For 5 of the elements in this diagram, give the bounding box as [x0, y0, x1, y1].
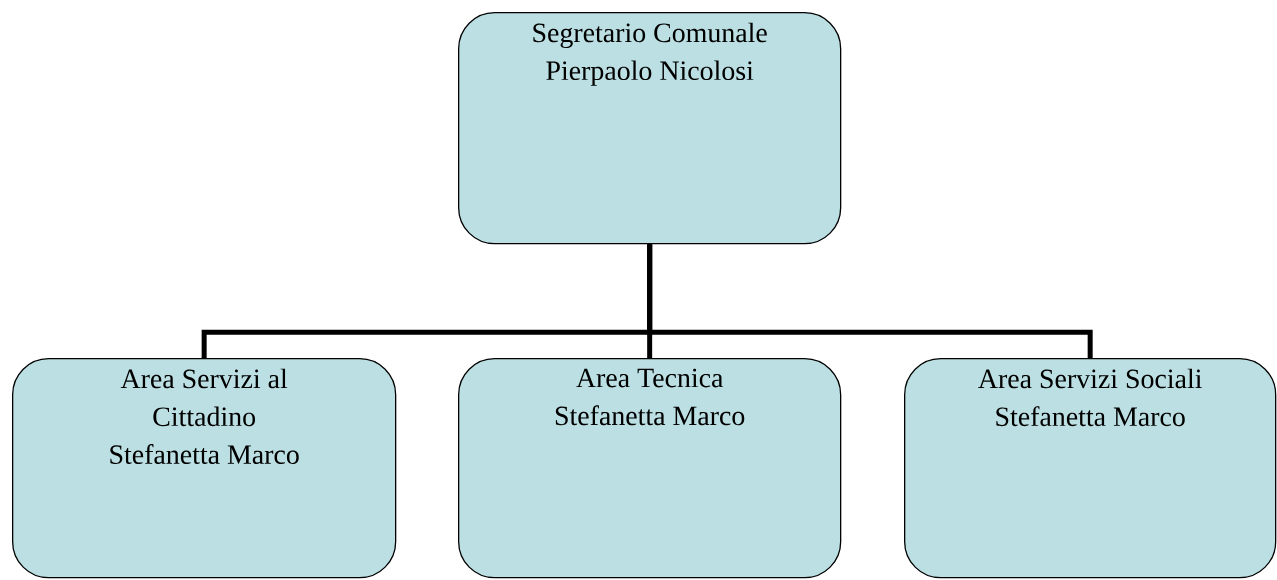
- connector-line: [647, 244, 1093, 358]
- org-box: Area Tecnica Stefanetta Marco: [458, 358, 842, 579]
- org-box: Segretario Comunale Pierpaolo Nicolosi: [458, 12, 842, 245]
- org-box: Area Servizi al Cittadino Stefanetta Marco: [12, 358, 397, 579]
- org-box: Area Servizi Sociali Stefanetta Marco: [904, 358, 1277, 579]
